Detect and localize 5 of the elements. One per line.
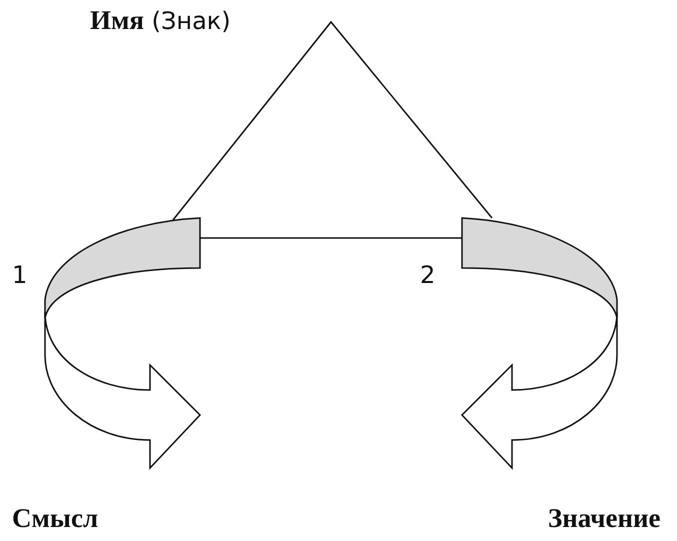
meaning-label: Значение bbox=[548, 504, 661, 534]
sense-label: Смысл bbox=[12, 504, 98, 534]
callout-number: 2 bbox=[420, 262, 436, 288]
callout-number: 1 bbox=[12, 262, 28, 288]
sign-label: Имя (Знак) bbox=[90, 6, 231, 36]
